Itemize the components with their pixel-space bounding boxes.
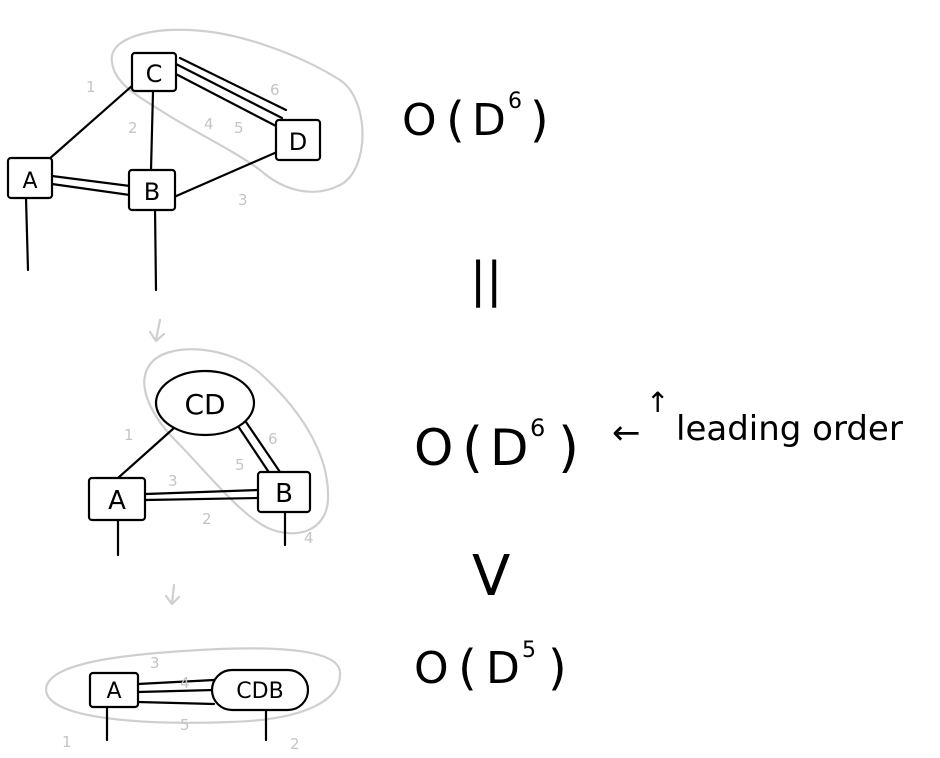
middle-edge-cd-a: [116, 426, 176, 480]
bottom-edge-number: 5: [180, 716, 190, 734]
bottom-edge-number: 2: [290, 735, 300, 753]
annotation-caret: ↑: [646, 386, 669, 419]
middle-edge-number: 1: [124, 426, 134, 444]
top-node-d-label: D: [289, 128, 307, 156]
top-node-b: [127, 168, 177, 212]
complexity-bottom-base: D: [486, 643, 520, 694]
top-node-a: [6, 156, 54, 200]
complexity-middle-exp: 6: [530, 414, 545, 442]
top-edge-number: 6: [270, 81, 280, 99]
top-edge-number: 3: [238, 191, 248, 209]
top-edge-a-b-1: [50, 174, 132, 188]
middle-node-b-label: B: [275, 479, 293, 509]
top-edge-number: 2: [128, 119, 138, 137]
top-edge-number: 1: [86, 78, 96, 96]
middle-edge-cd-b-2: [244, 420, 282, 474]
complexity-bottom-o: O: [414, 643, 449, 694]
top-leg-b: [153, 206, 158, 292]
complexity-middle-open: (: [462, 416, 483, 479]
top-contraction-loop: [110, 28, 364, 193]
bottom-contraction-loop: [44, 647, 342, 724]
bottom-edge-a-cdb-3: [136, 700, 216, 706]
complexity-top-o: O: [402, 95, 437, 146]
top-edge-c-b: [149, 90, 155, 172]
top-edge-number: 5: [234, 119, 244, 137]
bottom-node-cdb-label: CDB: [236, 679, 283, 704]
relation-equal: ||: [470, 252, 502, 308]
middle-edge-number: 3: [168, 472, 178, 490]
bottom-edge-a-cdb-1: [136, 678, 216, 686]
middle-node-cd-label: CD: [184, 388, 225, 421]
complexity-middle: O ( D 6 ): [414, 414, 579, 479]
top-edge-a-b-2: [50, 182, 132, 197]
complexity-top-exp: 6: [508, 89, 522, 114]
annotation-text: leading order: [676, 409, 903, 449]
bottom-edge-number: 3: [150, 654, 160, 672]
middle-edge-a-b-1: [144, 488, 260, 496]
top-node-c-label: C: [146, 60, 163, 88]
bottom-node-cdb: [210, 668, 310, 712]
middle-node-b: [256, 470, 312, 514]
top-edge-b-d: [172, 150, 279, 199]
complexity-bottom: O ( D 5 ): [414, 638, 567, 696]
complexity-middle-base: D: [490, 419, 529, 477]
leading-order-annotation: ← ↑ leading order: [612, 386, 903, 453]
top-node-a-label: A: [22, 169, 37, 194]
middle-network: CD A B 1 2 3 4 5 6: [87, 348, 330, 557]
top-edge-c-d-1: [174, 62, 284, 120]
bottom-node-a-label: A: [106, 679, 121, 704]
complexity-top-close: ): [530, 92, 549, 148]
top-edge-c-a: [46, 83, 135, 162]
middle-node-a: [87, 476, 147, 522]
middle-edge-number: 4: [304, 529, 314, 547]
top-network: C D A B 1 2 3 4 5 6: [6, 28, 364, 292]
top-edge-c-d-2: [178, 56, 288, 112]
step-arrow-1: [148, 318, 166, 343]
complexity-top-base: D: [472, 95, 506, 146]
top-edge-c-d-3: [170, 70, 278, 128]
bottom-edge-a-cdb-2: [136, 688, 216, 694]
top-node-c: [130, 51, 178, 93]
top-node-b-label: B: [144, 178, 160, 206]
step-arrow-2: [164, 583, 181, 606]
complexity-middle-close: ): [558, 416, 579, 479]
middle-node-a-label: A: [108, 486, 126, 516]
bottom-node-a: [88, 671, 140, 709]
middle-edge-a-b-2: [144, 496, 260, 502]
annotation-arrow: ←: [612, 413, 641, 453]
bottom-edge-number: 1: [62, 733, 72, 751]
middle-edge-number: 5: [235, 456, 245, 474]
complexity-middle-o: O: [414, 419, 453, 477]
middle-edge-number: 6: [268, 430, 278, 448]
middle-node-cd: [154, 369, 256, 437]
relation-greater: V: [472, 544, 510, 609]
middle-contraction-loop: [143, 348, 330, 535]
bottom-network: A CDB 1 2 3 4 5: [44, 647, 342, 753]
complexity-top: O ( D 6 ): [402, 89, 549, 148]
middle-edge-cd-b-1: [236, 424, 272, 476]
bottom-edge-number: 4: [180, 674, 190, 692]
complexity-bottom-exp: 5: [522, 638, 536, 663]
top-node-d: [274, 118, 322, 162]
complexity-bottom-open: (: [458, 640, 477, 696]
complexity-top-open: (: [446, 92, 465, 148]
middle-edge-number: 2: [202, 510, 212, 528]
complexity-bottom-close: ): [548, 640, 567, 696]
top-leg-a: [24, 196, 30, 272]
top-edge-number: 4: [204, 115, 214, 133]
